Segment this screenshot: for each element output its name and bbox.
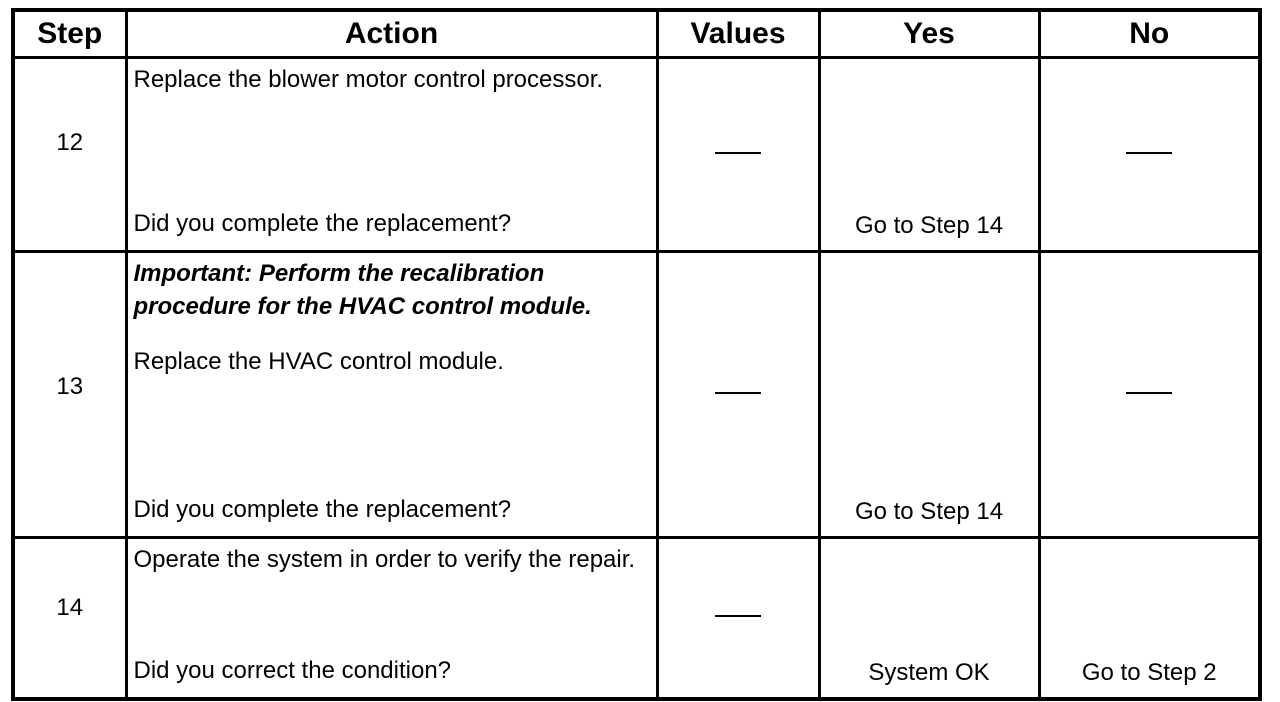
header-yes: Yes bbox=[817, 8, 1041, 59]
action-cell: Important: Perform the recalibration pro… bbox=[124, 250, 659, 539]
header-row: Step Action Values Yes No bbox=[11, 8, 1262, 59]
action-instruction: Replace the HVAC control module. bbox=[133, 348, 504, 375]
step-number-cell: 13 bbox=[11, 250, 128, 539]
yes-result: System OK bbox=[868, 659, 990, 686]
no-result: Go to Step 2 bbox=[1081, 659, 1217, 686]
step-number: 14 bbox=[56, 594, 84, 621]
action-instruction: Replace the blower motor control process… bbox=[133, 66, 604, 93]
step-number-cell: 12 bbox=[11, 56, 128, 253]
step-number: 12 bbox=[56, 128, 84, 156]
action-cell: Replace the blower motor control process… bbox=[124, 56, 659, 253]
yes-result: Go to Step 14 bbox=[854, 498, 1004, 525]
no-cell bbox=[1037, 250, 1262, 539]
diagnostic-table-container: Step Action Values Yes No 12 Replace the… bbox=[11, 8, 1262, 701]
table-row-step-14: 14 Operate the system in order to verify… bbox=[11, 536, 1262, 701]
header-no: No bbox=[1037, 8, 1262, 59]
values-dash bbox=[715, 615, 761, 617]
values-cell bbox=[655, 536, 821, 701]
values-dash bbox=[715, 152, 761, 154]
yes-result: Go to Step 14 bbox=[854, 212, 1004, 239]
yes-cell: Go to Step 14 bbox=[817, 250, 1041, 539]
values-dash bbox=[715, 392, 761, 394]
yes-cell: System OK bbox=[817, 536, 1041, 701]
action-instruction: Operate the system in order to verify th… bbox=[133, 546, 636, 573]
header-action: Action bbox=[124, 8, 659, 59]
no-dash bbox=[1126, 152, 1173, 154]
action-cell: Operate the system in order to verify th… bbox=[124, 536, 659, 701]
action-question: Did you complete the replacement? bbox=[133, 496, 512, 523]
diagnostic-table: Step Action Values Yes No 12 Replace the… bbox=[11, 8, 1262, 701]
step-number: 13 bbox=[56, 372, 84, 400]
table-row-step-13: 13 Important: Perform the recalibration … bbox=[11, 250, 1262, 539]
action-question: Did you complete the replacement? bbox=[133, 210, 512, 237]
header-values: Values bbox=[655, 8, 821, 59]
header-step: Step bbox=[11, 8, 128, 59]
table-row-step-12: 12 Replace the blower motor control proc… bbox=[11, 56, 1262, 253]
important-note: Important: Perform the recalibration pro… bbox=[133, 260, 592, 320]
step-number-cell: 14 bbox=[11, 536, 128, 701]
yes-cell: Go to Step 14 bbox=[817, 56, 1041, 253]
action-question: Did you correct the condition? bbox=[133, 657, 452, 684]
values-cell bbox=[655, 250, 821, 539]
no-cell bbox=[1037, 56, 1262, 253]
no-cell: Go to Step 2 bbox=[1037, 536, 1262, 701]
values-cell bbox=[655, 56, 821, 253]
no-dash bbox=[1126, 392, 1173, 394]
